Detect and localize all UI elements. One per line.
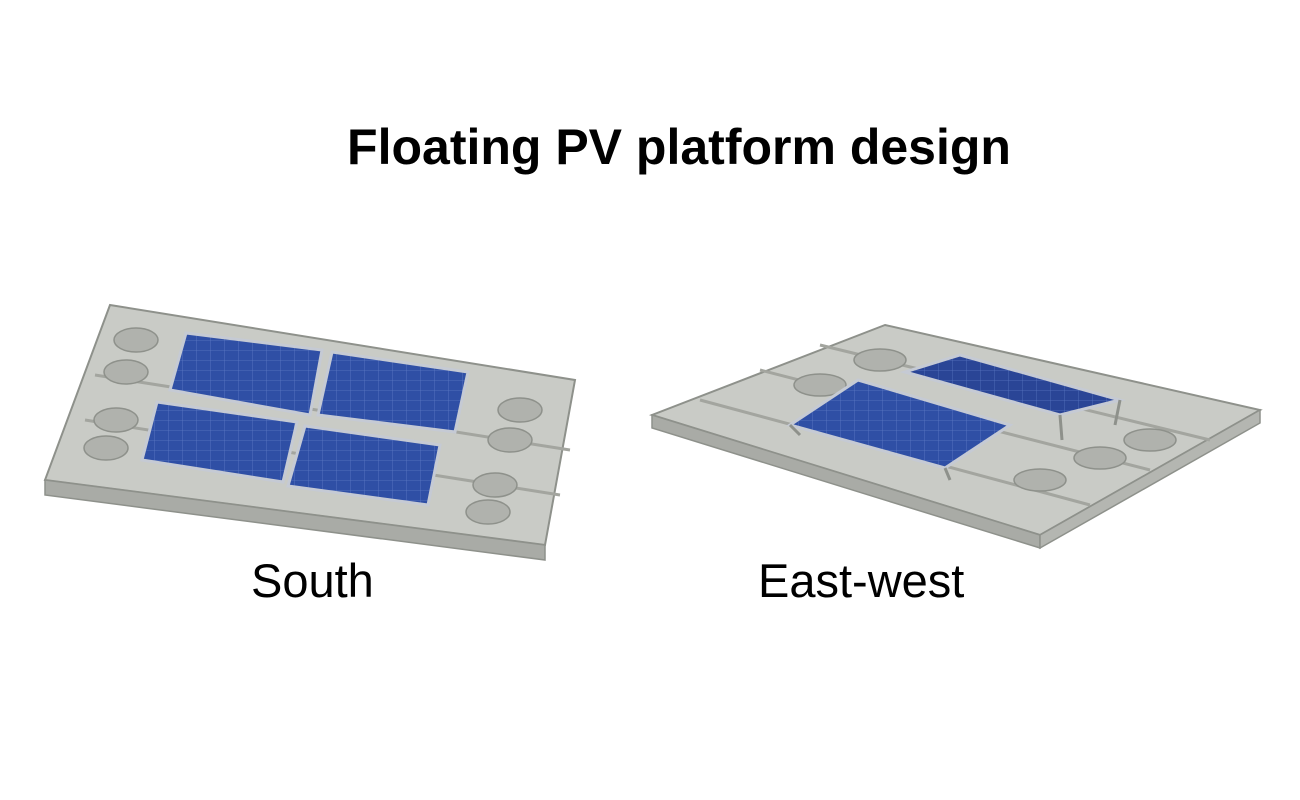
slide-title: Floating PV platform design [347, 119, 1011, 175]
south-caption: South [251, 554, 374, 607]
south-solar-panels [140, 331, 470, 507]
south-panel-4 [286, 424, 442, 507]
south-panel-2 [316, 350, 470, 434]
south-panel-3 [140, 400, 299, 484]
east-west-caption: East-west [758, 554, 965, 607]
east-west-panel-back [899, 353, 1126, 441]
south-panel-1 [168, 331, 324, 417]
east-west-solar-panels [786, 353, 1126, 481]
east-west-panel-front [786, 378, 1014, 481]
